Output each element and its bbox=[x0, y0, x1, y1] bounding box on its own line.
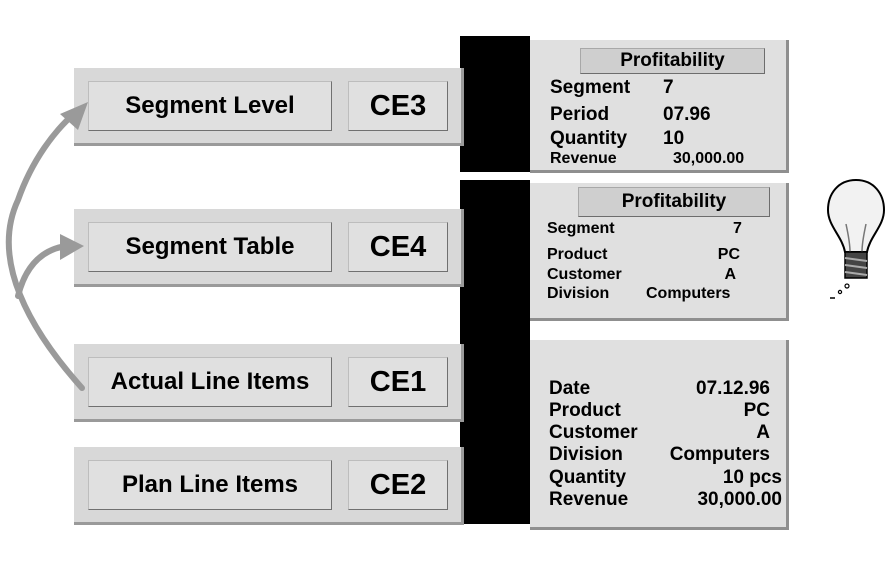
field-value: 10 bbox=[663, 128, 685, 149]
field-label: Quantity bbox=[549, 467, 627, 488]
field-label: Customer bbox=[549, 422, 638, 443]
field-value: PC bbox=[717, 246, 740, 263]
tier-code: CE3 bbox=[348, 81, 448, 131]
field-value: 10 pcs bbox=[722, 467, 782, 488]
field-label: Segment bbox=[547, 220, 615, 237]
connector-bar-lower bbox=[460, 180, 530, 524]
tier-segment-level: Segment Level CE3 bbox=[74, 68, 464, 146]
tier-label: Plan Line Items bbox=[88, 460, 332, 510]
field-label: Segment bbox=[550, 77, 631, 98]
field-value: 7 bbox=[733, 220, 742, 237]
tier-code: CE2 bbox=[348, 460, 448, 510]
tier-actual-line-items: Actual Line Items CE1 bbox=[74, 344, 464, 422]
tier-code: CE1 bbox=[348, 357, 448, 407]
profitability-panel-top: Profitability Segment 7 Period 07.96 Qua… bbox=[530, 40, 789, 173]
field-value: 7 bbox=[663, 77, 674, 98]
field-label: Revenue bbox=[549, 489, 629, 510]
tier-plan-line-items: Plan Line Items CE2 bbox=[74, 447, 464, 525]
lightbulb-icon bbox=[826, 178, 886, 299]
panel-title: Profitability bbox=[580, 48, 765, 74]
field-label: Date bbox=[549, 378, 591, 399]
tier-label: Segment Table bbox=[88, 222, 332, 272]
field-value: 07.12.96 bbox=[696, 378, 770, 399]
connector-bar-top bbox=[460, 36, 530, 172]
panel-title: Profitability bbox=[578, 187, 770, 217]
tier-label: Actual Line Items bbox=[88, 357, 332, 407]
tier-label: Segment Level bbox=[88, 81, 332, 131]
field-value: Computers bbox=[669, 444, 770, 465]
profitability-panel-mid: Profitability Segment 7 Product PC Custo… bbox=[530, 183, 789, 321]
tier-segment-table: Segment Table CE4 bbox=[74, 209, 464, 287]
field-value: 30,000.00 bbox=[673, 150, 745, 167]
field-value: PC bbox=[743, 400, 770, 421]
tier-code: CE4 bbox=[348, 222, 448, 272]
field-label: Quantity bbox=[550, 128, 628, 149]
field-value: A bbox=[724, 266, 736, 283]
field-label: Customer bbox=[547, 266, 622, 283]
field-label: Division bbox=[547, 285, 610, 302]
field-label: Product bbox=[547, 246, 608, 263]
field-label: Revenue bbox=[550, 150, 617, 167]
field-label: Product bbox=[549, 400, 621, 421]
field-value: Computers bbox=[646, 285, 731, 302]
field-value: A bbox=[756, 422, 770, 443]
field-label: Period bbox=[550, 104, 610, 125]
field-value: 30,000.00 bbox=[697, 489, 782, 510]
field-label: Division bbox=[549, 444, 623, 465]
curved-arrow-icon bbox=[5, 102, 88, 391]
field-value: 07.96 bbox=[663, 104, 711, 125]
line-item-panel: Date 07.12.96 Product PC Customer A Divi… bbox=[530, 340, 789, 530]
